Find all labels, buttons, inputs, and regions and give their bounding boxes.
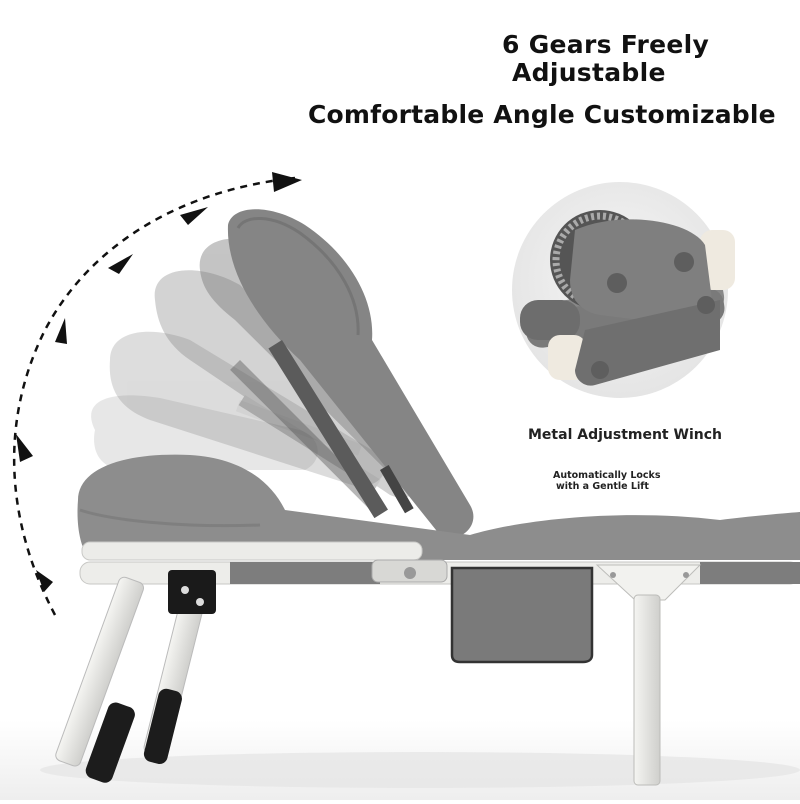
winch-title: Metal Adjustment Winch xyxy=(528,427,722,443)
headline-line-2: Adjustable xyxy=(512,58,666,87)
winch-note-line-1: Automatically Locks xyxy=(553,470,661,481)
headline-line-1: 6 Gears Freely xyxy=(502,30,709,59)
winch-note-line-2: with a Gentle Lift xyxy=(556,481,649,492)
winch-detail-icon xyxy=(512,182,735,398)
headline-line-3: Comfortable Angle Customizable xyxy=(308,100,776,129)
side-pouch xyxy=(452,568,592,662)
